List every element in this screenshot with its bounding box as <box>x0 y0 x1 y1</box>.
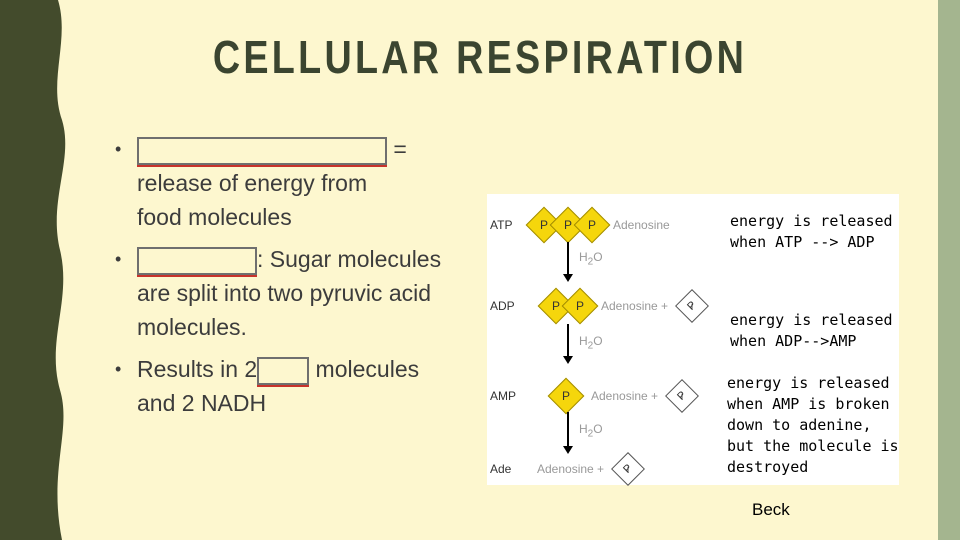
adenosine-plus-label: Adenosine + <box>601 299 669 313</box>
phosphate-icon: P <box>573 206 611 244</box>
atp-hydrolysis-diagram: ATP P P P Adenosine H2O energy is releas… <box>487 194 899 486</box>
down-arrow-icon <box>563 412 573 454</box>
slide-title: CELLULAR RESPIRATION <box>212 31 748 83</box>
bullet-dot: • <box>115 359 122 379</box>
bullet-list: • = release of energy from food molecule… <box>115 132 475 428</box>
phosphate-icon: P <box>547 377 585 415</box>
water-label: H2O <box>579 422 603 440</box>
bullet-3: • Results in 2 molecules and 2 NADH <box>115 352 475 420</box>
bullet-2-line-3: molecules. <box>137 314 247 340</box>
image-credit: Beck <box>752 500 790 519</box>
bullet-dot: • <box>115 139 122 159</box>
redacted-term-box <box>257 356 310 387</box>
adenosine-plus-label: Adenosine + <box>591 389 659 403</box>
redacted-term-box <box>137 136 387 167</box>
bullet-1-suffix: = <box>387 136 407 162</box>
bullet-2-suffix: : Sugar molecules <box>257 246 442 272</box>
right-decorative-band <box>938 0 960 540</box>
bullet-1: • = release of energy from food molecule… <box>115 132 475 234</box>
bullet-1-line-3: food molecules <box>137 204 292 230</box>
down-arrow-icon <box>563 242 573 282</box>
bullet-dot: • <box>115 249 122 269</box>
adenosine-label: Adenosine <box>613 218 670 232</box>
bullet-1-line-2: release of energy from <box>137 170 368 196</box>
bullet-3-suffix: molecules <box>309 356 420 382</box>
water-label: H2O <box>579 250 603 268</box>
phosphate-icon: P <box>561 287 599 325</box>
row-label-amp: AMP <box>490 389 517 403</box>
water-label: H2O <box>579 334 603 352</box>
bullet-2: • : Sugar molecules are split into two p… <box>115 242 475 344</box>
redacted-term-box <box>137 246 257 277</box>
bullet-2-line-2: are split into two pyruvic acid <box>137 280 432 306</box>
atp-molecule: P P P Adenosine <box>525 206 670 244</box>
down-arrow-icon <box>563 324 573 364</box>
bullet-3-prefix: Results in 2 <box>137 356 258 382</box>
adenosine-plus-label: Adenosine + <box>537 462 605 476</box>
row-label-ade: Ade <box>490 462 512 476</box>
row-label-atp: ATP <box>490 218 513 232</box>
left-decorative-band <box>0 0 66 540</box>
bullet-3-line-2: and 2 NADH <box>137 390 267 416</box>
row-label-adp: ADP <box>490 299 515 313</box>
